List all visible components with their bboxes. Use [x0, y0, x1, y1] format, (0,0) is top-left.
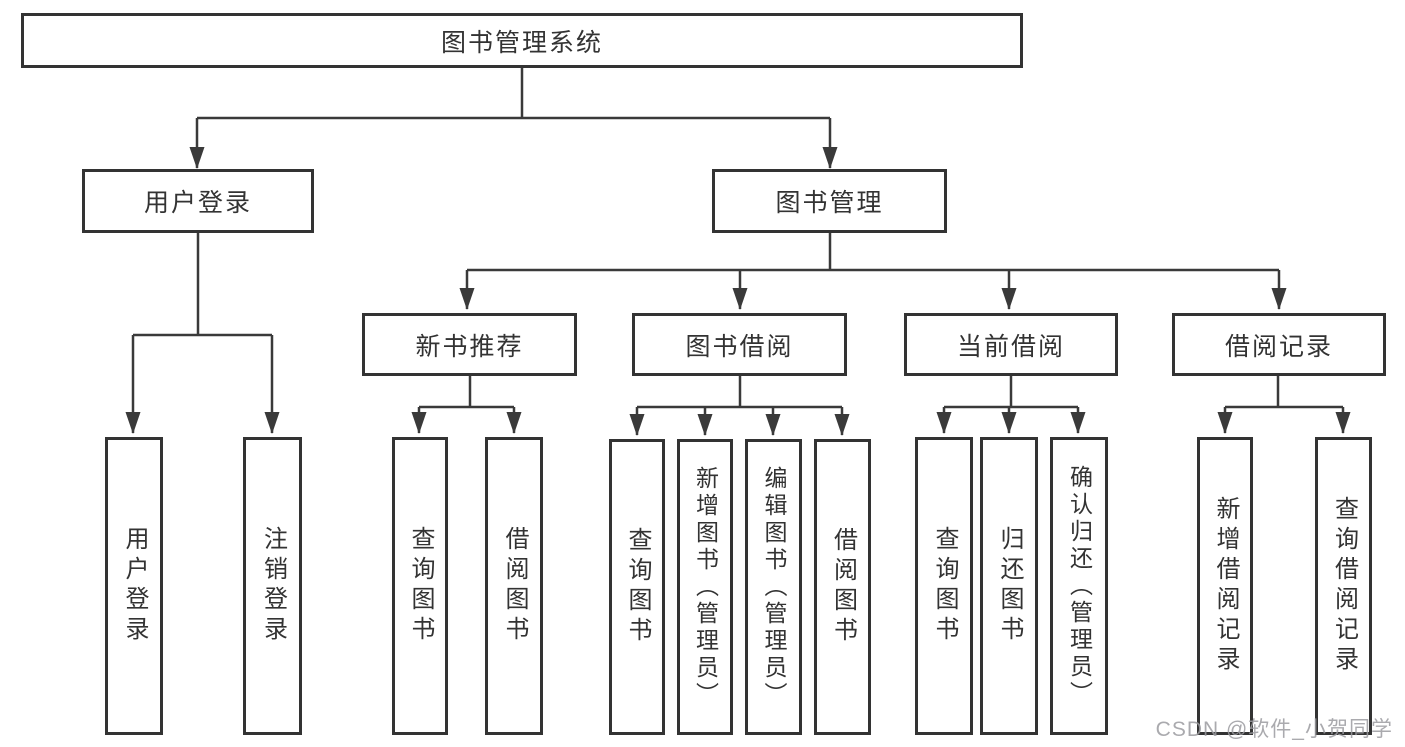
leaf-query-books-2: 查询图书 — [609, 439, 665, 735]
node-borrowing-records: 借阅记录 — [1172, 313, 1386, 376]
leaf-query-books-1-label: 查询图书 — [407, 526, 434, 646]
node-book-management: 图书管理 — [712, 169, 947, 233]
leaf-user-login-label: 用户登录 — [121, 526, 148, 646]
node-user-login-label: 用户登录 — [143, 189, 252, 217]
leaf-return-books: 归还图书 — [980, 437, 1038, 735]
leaf-logout: 注销登录 — [243, 437, 302, 735]
node-new-book-recommend-label: 新书推荐 — [415, 332, 524, 361]
leaf-add-books-admin: 新增图书（管理员） — [677, 439, 733, 735]
leaf-add-borrow-record: 新增借阅记录 — [1197, 437, 1253, 735]
node-current-borrowing: 当前借阅 — [904, 313, 1118, 376]
leaf-confirm-return-admin: 确认归还（管理员） — [1050, 437, 1108, 735]
leaf-confirm-return-admin-label: 确认归还（管理员） — [1066, 464, 1093, 708]
node-book-management-label: 图书管理 — [775, 189, 884, 217]
leaf-edit-books-admin: 编辑图书（管理员） — [745, 439, 802, 735]
node-current-borrowing-label: 当前借阅 — [956, 332, 1065, 361]
leaf-add-books-admin-label: 新增图书（管理员） — [692, 465, 719, 709]
node-user-login: 用户登录 — [82, 169, 314, 233]
leaf-borrow-books-1-label: 借阅图书 — [501, 526, 528, 646]
csdn-watermark: CSDN @软件_小贺同学 — [1155, 718, 1393, 741]
leaf-query-books-2-label: 查询图书 — [624, 527, 651, 647]
leaf-query-books-3: 查询图书 — [915, 437, 973, 735]
leaf-query-borrow-record: 查询借阅记录 — [1315, 437, 1372, 735]
leaf-query-borrow-record-label: 查询借阅记录 — [1330, 496, 1358, 676]
leaf-borrow-books-1: 借阅图书 — [485, 437, 543, 735]
leaf-add-borrow-record-label: 新增借阅记录 — [1212, 496, 1239, 676]
leaf-user-login: 用户登录 — [105, 437, 163, 735]
leaf-return-books-label: 归还图书 — [996, 526, 1023, 646]
leaf-logout-label: 注销登录 — [259, 526, 287, 646]
leaf-query-books-3-label: 查询图书 — [931, 526, 958, 646]
node-book-borrowing-label: 图书借阅 — [685, 332, 794, 361]
leaf-borrow-books-2: 借阅图书 — [814, 439, 871, 735]
node-borrowing-records-label: 借阅记录 — [1224, 332, 1333, 361]
leaf-borrow-books-2-label: 借阅图书 — [829, 527, 857, 647]
node-new-book-recommend: 新书推荐 — [362, 313, 577, 376]
node-book-borrowing: 图书借阅 — [632, 313, 847, 376]
node-root: 图书管理系统 — [21, 13, 1023, 68]
leaf-query-books-1: 查询图书 — [392, 437, 448, 735]
node-root-label: 图书管理系统 — [440, 28, 603, 57]
leaf-edit-books-admin-label: 编辑图书（管理员） — [761, 465, 787, 709]
